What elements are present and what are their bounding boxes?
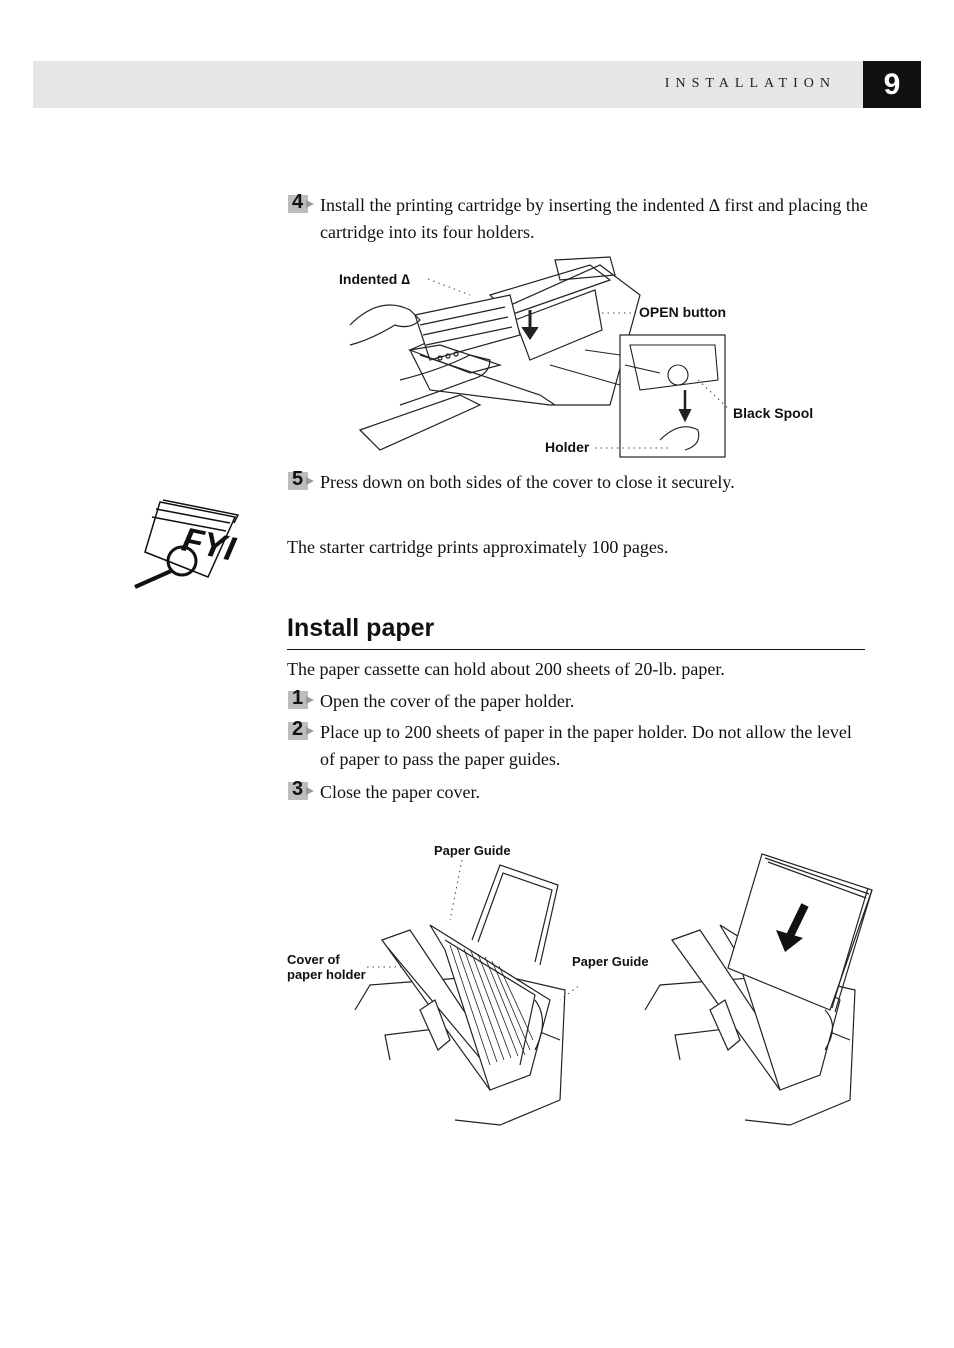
step-number-badge: 4 — [288, 191, 314, 214]
section-title: Install paper — [287, 614, 435, 642]
step-number-badge: 1 — [288, 687, 314, 710]
fyi-magnifier-icon: FYI — [134, 499, 240, 589]
page-number: 9 — [863, 61, 921, 108]
step-text: Install the printing cartridge by insert… — [320, 195, 868, 242]
label-cover-of-paper-holder: Cover of paper holder — [287, 952, 366, 982]
step-5: 5 Press down on both sides of the cover … — [288, 468, 868, 496]
label-indented: Indented ∆ — [339, 271, 410, 287]
step-number-badge: 5 — [288, 468, 314, 491]
step-2: 2 Place up to 200 sheets of paper in the… — [288, 718, 868, 773]
step-text: Place up to 200 sheets of paper in the p… — [320, 722, 852, 769]
label-holder: Holder — [545, 439, 590, 455]
header-bar — [33, 61, 863, 108]
step-text: Close the paper cover. — [320, 782, 480, 802]
paper-holder-loaded-illustration — [644, 853, 873, 1126]
paper-holder-open-illustration — [354, 859, 580, 1126]
label-open-button: OPEN button — [639, 304, 727, 320]
step-4: 4 Install the printing cartridge by inse… — [288, 191, 868, 246]
label-paper-guide-right: Paper Guide — [572, 954, 649, 969]
section-label: INSTALLATION — [664, 76, 836, 91]
step-text: Open the cover of the paper holder. — [320, 691, 575, 711]
cartridge-install-illustration — [349, 256, 731, 458]
fyi-note: The starter cartridge prints approximate… — [287, 537, 669, 557]
label-black-spool: Black Spool — [733, 405, 814, 421]
leader-dots-cover — [367, 966, 403, 968]
step-3: 3 Close the paper cover. — [288, 778, 868, 806]
step-1: 1 Open the cover of the paper holder. — [288, 687, 868, 715]
step-number-badge: 3 — [288, 778, 314, 801]
label-paper-guide-top: Paper Guide — [434, 843, 511, 858]
section-rule — [287, 649, 865, 650]
step-number-badge: 2 — [288, 718, 314, 741]
section-intro: The paper cassette can hold about 200 sh… — [287, 659, 725, 679]
step-text: Press down on both sides of the cover to… — [320, 472, 735, 492]
